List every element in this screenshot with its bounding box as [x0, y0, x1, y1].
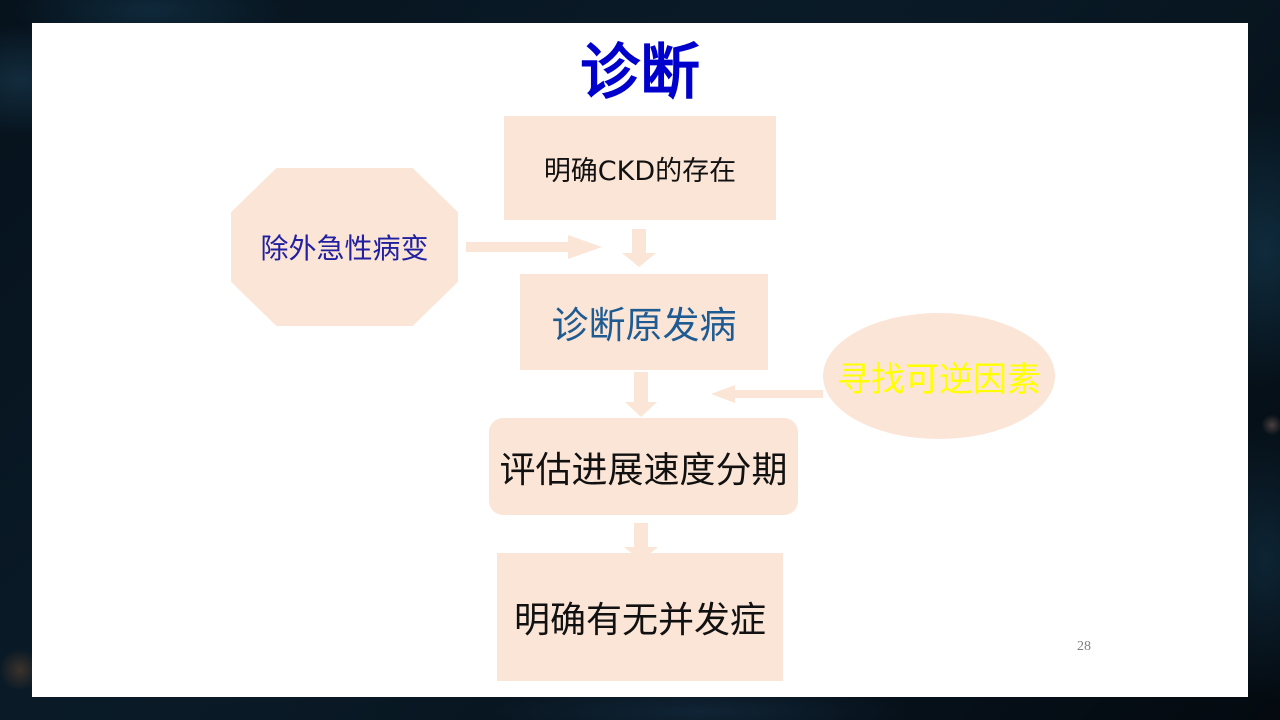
slide: 诊断 明确CKD的存在 诊断原发病 评估进展速度分期 明确有无并发症 除外急性病…	[32, 23, 1248, 697]
step-check-complications: 明确有无并发症	[497, 553, 783, 681]
step-confirm-ckd: 明确CKD的存在	[504, 116, 776, 220]
step-label: 明确有无并发症	[513, 600, 766, 641]
arrow-right-icon	[466, 235, 602, 259]
side-label: 除外急性病变	[260, 232, 429, 265]
side-find-reversible-factors: 寻找可逆因素	[823, 313, 1055, 439]
side-exclude-acute-lesions: 除外急性病变	[231, 168, 458, 326]
step-label: 评估进展速度分期	[499, 449, 788, 491]
side-label: 寻找可逆因素	[837, 359, 1041, 400]
step-diagnose-primary-disease: 诊断原发病	[520, 274, 768, 370]
arrow-down-icon	[624, 523, 658, 561]
arrow-down-icon	[622, 229, 656, 267]
page-number: 28	[1077, 639, 1091, 654]
step-assess-progression-stage: 评估进展速度分期	[489, 418, 798, 515]
step-label: 明确CKD的存在	[543, 155, 737, 187]
slide-title: 诊断	[580, 38, 700, 108]
step-label: 诊断原发病	[551, 304, 737, 347]
arrow-down-icon	[625, 372, 657, 417]
arrow-left-icon	[711, 385, 823, 403]
